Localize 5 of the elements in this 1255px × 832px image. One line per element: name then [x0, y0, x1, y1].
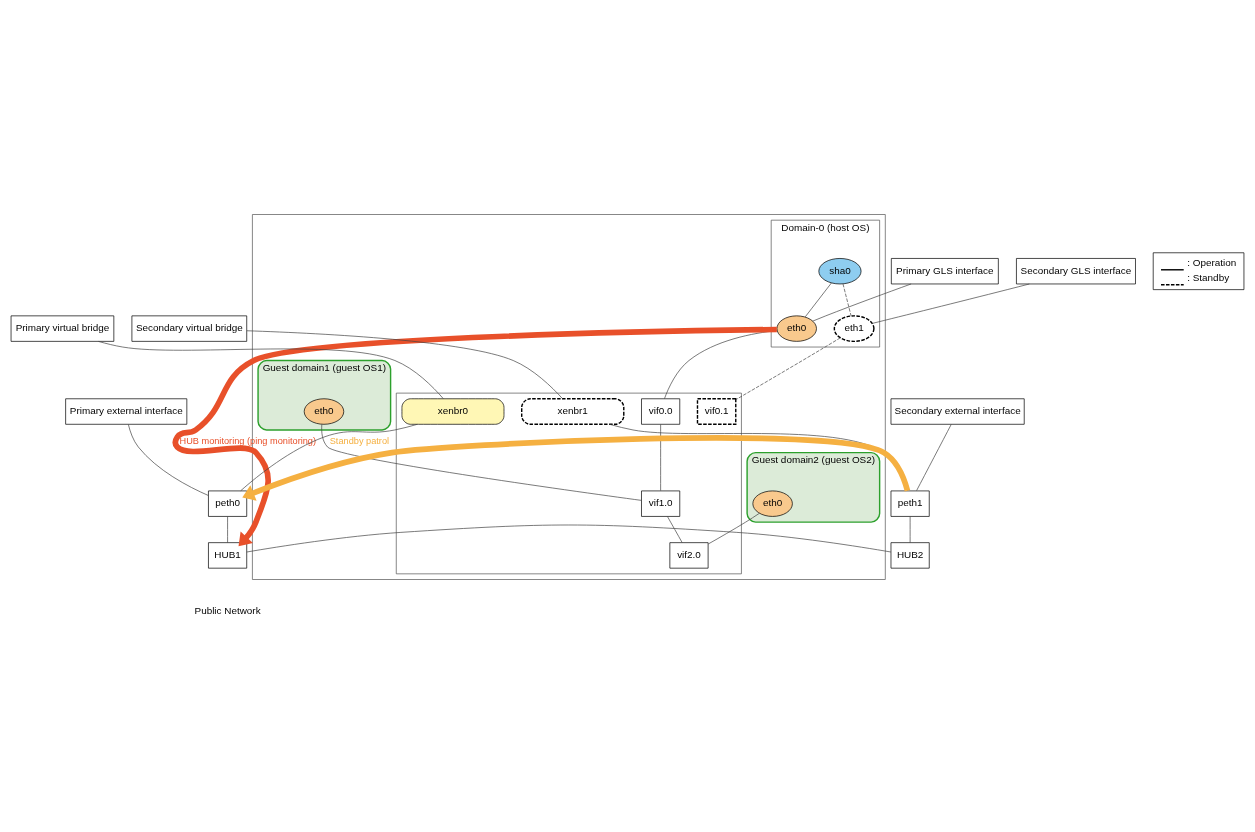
- legend-label: : Operation: [1187, 256, 1237, 268]
- legend-label: : Standby: [1187, 271, 1230, 283]
- edge-label: Standby patrol: [329, 435, 390, 446]
- label: Public Network: [194, 604, 261, 616]
- edge-label: HUB monitoring (ping monitoring): [179, 435, 317, 446]
